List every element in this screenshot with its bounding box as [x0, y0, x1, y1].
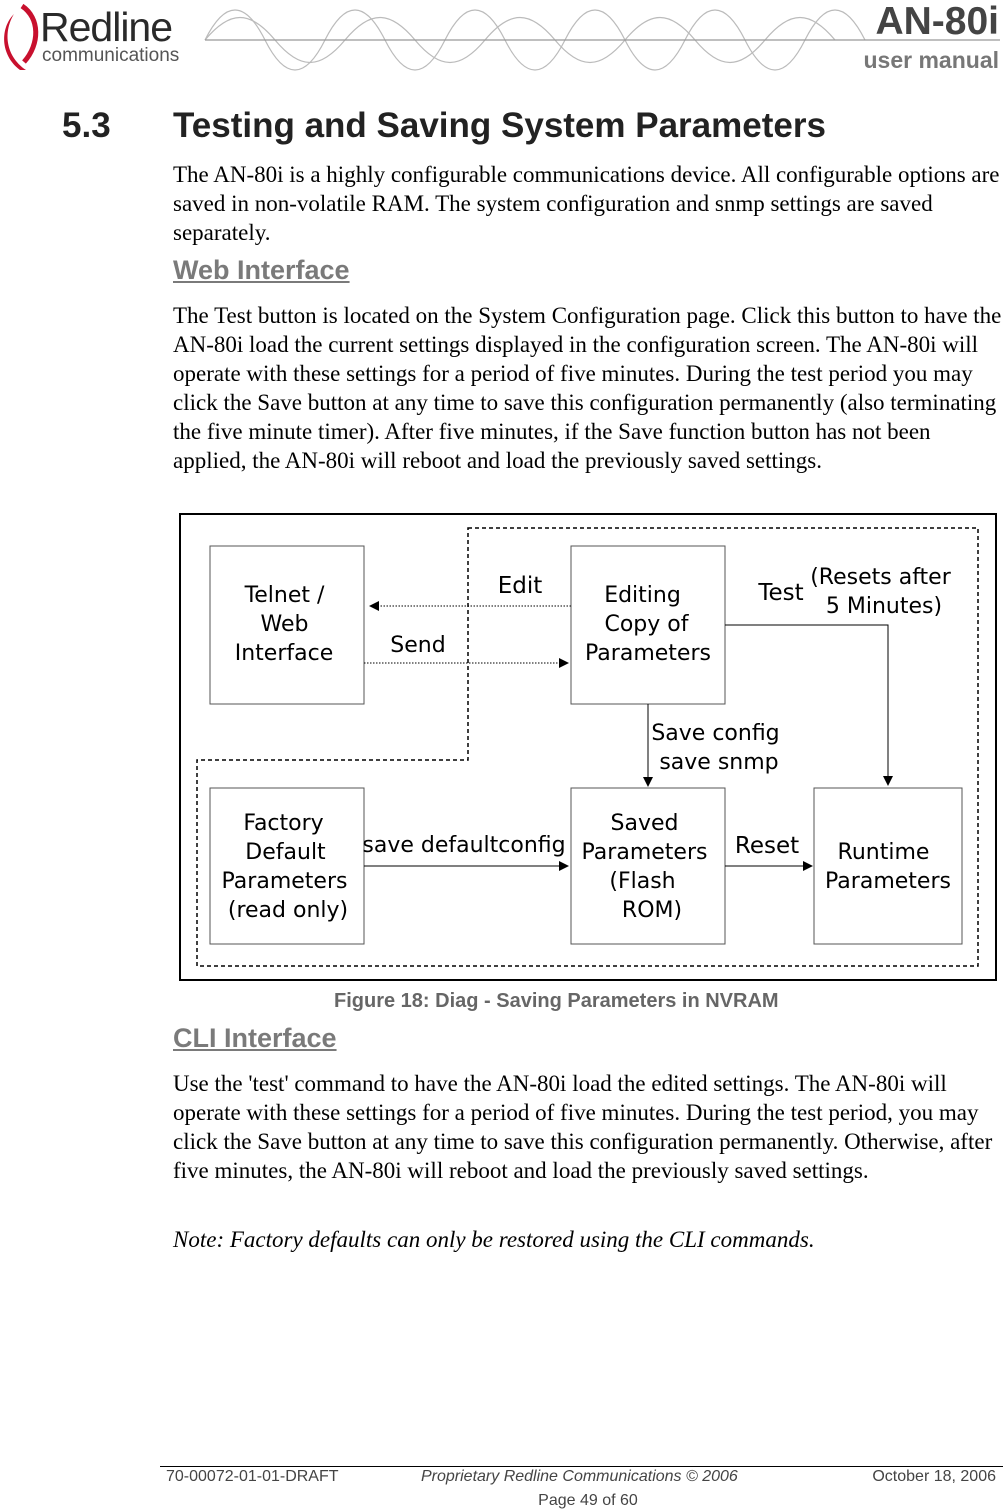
web-interface-paragraph: The Test button is located on the System…: [173, 303, 1002, 473]
svg-text:Runtime Parameters: Runtime Parameters: [825, 840, 951, 894]
sine-wave-decoration: [204, 9, 866, 71]
telnet-line-3: Interface: [235, 641, 334, 666]
telnet-line-1: Telnet /: [244, 583, 325, 608]
factory-line-2: Default: [245, 840, 326, 865]
save-label-line-1: Save config: [651, 721, 779, 746]
send-label: Send: [390, 633, 445, 658]
test-note-line-1: (Resets after: [810, 565, 951, 590]
runtime-line-1: Runtime: [838, 840, 930, 865]
intro-paragraph: The AN-80i is a highly configurable comm…: [173, 162, 1000, 245]
test-note-line-2: 5 Minutes): [826, 594, 942, 619]
runtime-line-2: Parameters: [825, 869, 951, 894]
reset-label: Reset: [735, 833, 799, 859]
footer-date: October 18, 2006: [872, 1468, 996, 1485]
svg-text:(Resets after 5 Minutes): (Resets after 5 Minutes): [810, 565, 958, 619]
footer-proprietary: Proprietary Redline Communications © 200…: [421, 1468, 738, 1485]
section-title: Testing and Saving System Parameters: [173, 106, 826, 145]
factory-line-1: Factory: [243, 811, 323, 836]
logo-subtitle: communications: [42, 45, 180, 66]
svg-text:Editing Copy of Parame: Editing Copy of Parameters: [585, 583, 711, 666]
dashed-boundary: [196, 527, 979, 967]
footer-rule: [160, 1466, 1003, 1467]
cli-interface-heading: CLI Interface: [173, 1023, 337, 1053]
svg-text:Telnet / Web Interface: Telnet / Web Interface: [235, 583, 334, 666]
defaultconfig-label: save defaultconfig: [362, 833, 565, 858]
web-interface-heading: Web Interface: [173, 255, 350, 285]
logo-swoosh-icon: [4, 14, 26, 70]
product-name: AN-80i: [875, 0, 999, 43]
factory-defaults-note: Note: Factory defaults can only be resto…: [173, 1227, 815, 1252]
editing-line-3: Parameters: [585, 641, 711, 666]
svg-text:Save config save snmp: Save config save snmp: [651, 721, 786, 775]
svg-text:Saved Parameters (Flas: Saved Parameters (Flash ROM): [582, 811, 715, 923]
box-runtime-parameters: [813, 787, 963, 945]
figure-caption: Figure 18: Diag - Saving Parameters in N…: [334, 990, 779, 1012]
edit-label: Edit: [498, 573, 543, 599]
factory-line-3: Parameters: [222, 869, 348, 894]
saved-line-4: ROM): [622, 898, 682, 923]
saved-line-2: Parameters: [582, 840, 708, 865]
telnet-line-2: Web: [261, 612, 309, 637]
editing-line-1: Editing: [604, 583, 681, 608]
save-label-line-2: save snmp: [659, 750, 778, 775]
factory-line-4: (read only): [228, 898, 348, 923]
saved-line-1: Saved: [611, 811, 679, 836]
footer-page-number: Page 49 of 60: [538, 1492, 638, 1509]
cli-interface-paragraph: Use the 'test' command to have the AN-80…: [173, 1071, 993, 1183]
test-arrow: [725, 624, 893, 786]
saved-line-3: (Flash: [609, 869, 675, 894]
manual-label: user manual: [863, 47, 1000, 73]
box-telnet-web: [209, 545, 365, 705]
diagram-frame: [179, 513, 997, 981]
section-number: 5.3: [62, 106, 111, 145]
test-label: Test: [757, 580, 803, 606]
header-graphics: [4, 3, 1000, 71]
svg-text:Factory Default Parame: Factory Default Parameters (read only): [222, 811, 355, 923]
footer-document-id: 70-00072-01-01-DRAFT: [166, 1468, 339, 1485]
logo-wordmark: Redline: [40, 4, 173, 50]
parameters-flow-diagram: Telnet / Web Interface Editing Copy of P…: [179, 513, 997, 981]
editing-line-2: Copy of: [604, 612, 689, 637]
